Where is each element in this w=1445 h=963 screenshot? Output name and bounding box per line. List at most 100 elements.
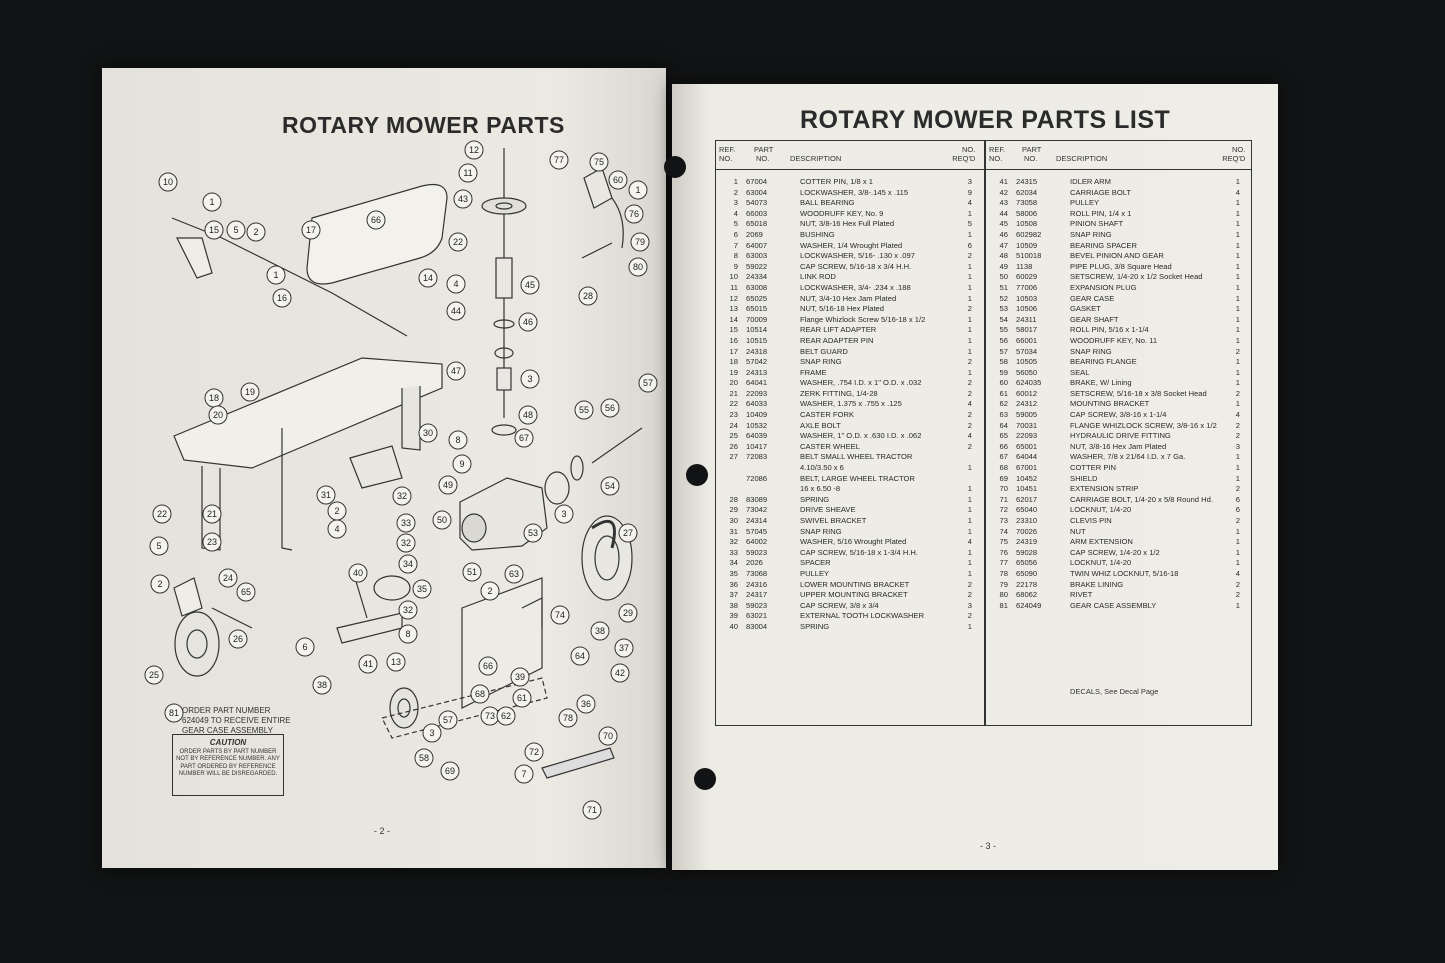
quantity-required: 2 [967,611,972,621]
quantity-required: 4 [1235,410,1240,420]
part-number: 58006 [1016,208,1038,218]
svg-text:66: 66 [371,215,381,225]
quantity-required: 1 [1235,473,1240,483]
quantity-required: 1 [1235,208,1240,218]
quantity-required: 2 [1235,484,1240,494]
part-description: SNAP RING [800,357,842,367]
part-description: CASTER FORK [800,410,855,420]
quantity-required: 1 [1235,558,1240,568]
quantity-required: 2 [967,410,972,420]
part-number: 54073 [746,198,768,208]
part-number: 66001 [1016,335,1038,345]
svg-text:65: 65 [241,587,251,597]
svg-text:19: 19 [245,387,255,397]
quantity-required: 1 [967,314,972,324]
quantity-required: 1 [967,272,972,282]
svg-text:81: 81 [169,708,179,718]
quantity-required: 3 [967,600,972,610]
quantity-required: 6 [1235,494,1240,504]
part-number: 10508 [1016,219,1038,229]
part-description: HYDRAULIC DRIVE FITTING [1070,431,1171,441]
part-number: 65001 [1016,441,1038,451]
svg-text:34: 34 [403,559,413,569]
part-number: 10532 [746,420,768,430]
left-page-diagram: ROTARY MOWER PARTS [102,68,666,868]
quantity-required: 1 [967,558,972,568]
ref-number: 60 [999,378,1008,388]
ref-number: 77 [999,558,1008,568]
part-description: WASHER, .754 I.D. x 1" O.D. x .032 [800,378,922,388]
part-number: 24317 [746,590,768,600]
svg-text:42: 42 [615,668,625,678]
part-description: CASTER WHEEL [800,441,860,451]
part-number: 57042 [746,357,768,367]
svg-text:1: 1 [273,270,278,280]
part-number: 2069 [746,229,763,239]
part-number: 10515 [746,335,768,345]
ref-number: 11 [730,282,738,292]
svg-text:2: 2 [253,227,258,237]
quantity-required: 2 [1235,516,1240,525]
svg-text:46: 46 [523,317,533,327]
svg-text:20: 20 [213,410,223,420]
part-description: BRAKE, W/ Lining [1070,378,1132,388]
quantity-required: 1 [1235,229,1240,239]
ref-number: 43 [999,198,1008,208]
svg-text:15: 15 [209,225,219,235]
ref-number: 31 [729,526,738,536]
part-description: COTTER PIN, 1/8 x 1 [800,177,874,186]
svg-text:70: 70 [603,731,613,741]
part-number: 83004 [746,621,768,631]
header-description: DESCRIPTION [790,154,842,163]
part-description: BELT, LARGE WHEEL TRACTOR [800,473,915,483]
column-divider [984,141,986,725]
quantity-required: 1 [967,367,972,377]
ref-number: 45 [999,219,1008,229]
ref-number: 3 [733,198,738,208]
header-rule [716,169,1251,170]
quantity-required: 2 [967,420,972,430]
ref-number: 70 [999,484,1008,494]
svg-text:80: 80 [633,262,643,272]
svg-text:28: 28 [583,291,593,301]
quantity-required: 1 [1235,198,1240,208]
ref-number: 2 [733,187,738,197]
quantity-required: 1 [1235,600,1240,610]
part-description: NUT, 5/16-18 Hex Plated [800,304,884,314]
part-description: ROLL PIN, 5/16 x 1-1/4 [1070,325,1149,335]
quantity-required: 4 [1235,568,1240,578]
svg-text:25: 25 [149,670,159,680]
quantity-required: 1 [1235,367,1240,377]
quantity-required: 1 [1235,272,1240,282]
quantity-required: 5 [967,219,972,229]
quantity-required: 1 [1235,282,1240,292]
ref-number: 54 [999,314,1008,324]
ref-number: 34 [729,558,738,568]
part-description: CLEVIS PIN [1070,516,1112,525]
quantity-required: 2 [967,579,972,589]
svg-text:13: 13 [391,657,401,667]
ref-number: 32 [729,537,738,547]
part-description: SEAL [1070,367,1090,377]
part-number: 65040 [1016,505,1038,515]
ref-number: 25 [729,431,738,441]
part-number: 64039 [746,431,768,441]
